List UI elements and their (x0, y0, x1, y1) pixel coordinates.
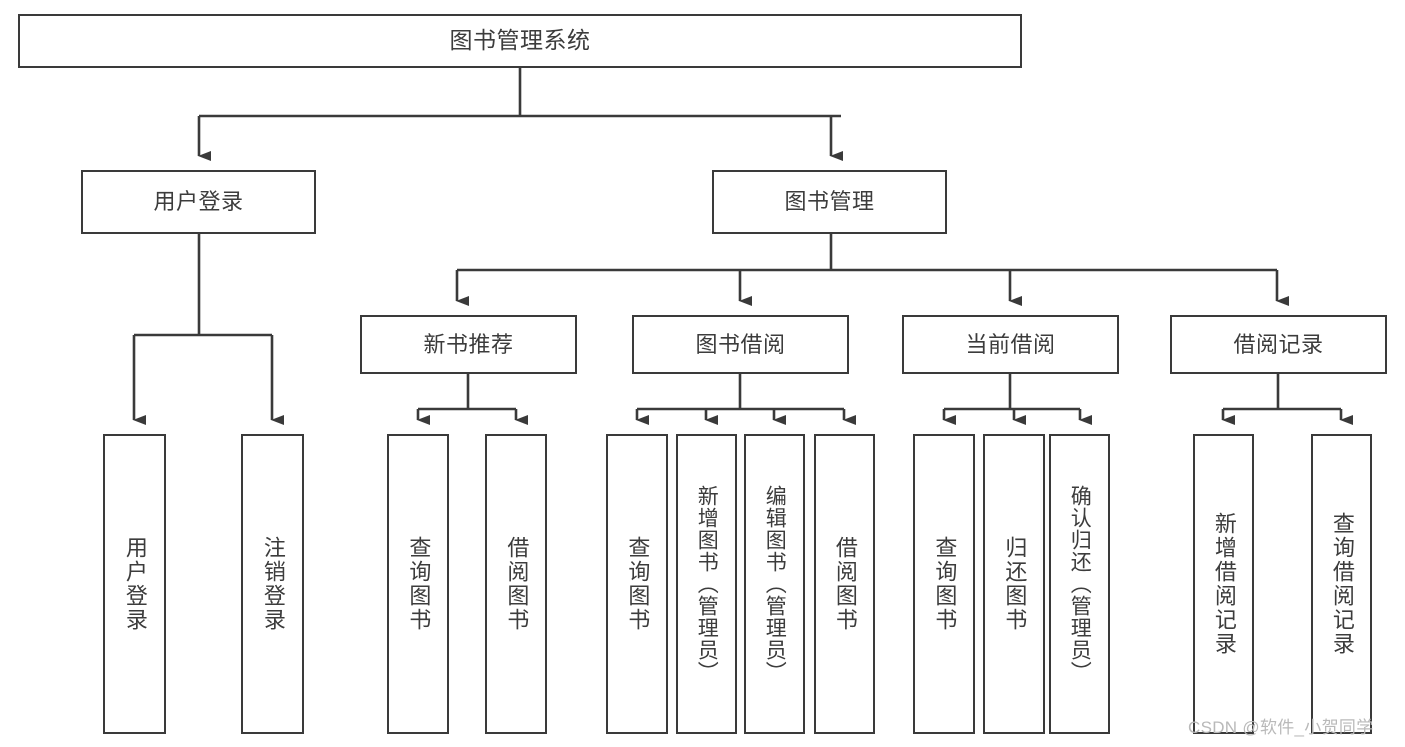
node-label: 借阅记录 (1233, 331, 1324, 357)
node-borrow-record[interactable]: 借阅记录 (1170, 315, 1387, 374)
leaf-user-logout[interactable]: 注销登录 (241, 434, 304, 734)
node-label: 编辑图书（管理员） (763, 485, 787, 683)
leaf-add-borrow-record[interactable]: 新增借阅记录 (1193, 434, 1254, 734)
node-label: 新增图书（管理员） (695, 485, 719, 683)
node-new-book-recommend[interactable]: 新书推荐 (360, 315, 577, 374)
node-label: 用户登录 (153, 189, 244, 215)
leaf-add-book-admin[interactable]: 新增图书（管理员） (676, 434, 737, 734)
node-label: 查询借阅记录 (1329, 512, 1355, 656)
node-current-borrow[interactable]: 当前借阅 (902, 315, 1119, 374)
node-label: 确认归还（管理员） (1068, 485, 1092, 683)
leaf-borrow-book[interactable]: 借阅图书 (814, 434, 875, 734)
leaf-query-book-recommend[interactable]: 查询图书 (387, 434, 449, 734)
leaf-user-login[interactable]: 用户登录 (103, 434, 166, 734)
node-label: 借阅图书 (832, 536, 858, 632)
node-label: 当前借阅 (965, 331, 1056, 357)
node-label: 用户登录 (122, 536, 148, 632)
node-label: 注销登录 (260, 536, 286, 632)
leaf-return-book[interactable]: 归还图书 (983, 434, 1045, 734)
leaf-borrow-book-recommend[interactable]: 借阅图书 (485, 434, 547, 734)
node-label: 归还图书 (1002, 536, 1028, 632)
node-label: 图书借阅 (695, 331, 786, 357)
leaf-query-book-current[interactable]: 查询图书 (913, 434, 975, 734)
node-book-borrow[interactable]: 图书借阅 (632, 315, 849, 374)
node-label: 新书推荐 (423, 331, 514, 357)
node-label: 查询图书 (625, 536, 651, 632)
node-book-management[interactable]: 图书管理 (712, 170, 947, 234)
node-label: 查询图书 (406, 536, 432, 632)
node-label: 新增借阅记录 (1211, 512, 1237, 656)
node-label: 借阅图书 (504, 536, 530, 632)
node-user-login[interactable]: 用户登录 (81, 170, 316, 234)
node-label: 查询图书 (932, 536, 958, 632)
leaf-query-book-borrow[interactable]: 查询图书 (606, 434, 668, 734)
leaf-edit-book-admin[interactable]: 编辑图书（管理员） (744, 434, 805, 734)
csdn-watermark: CSDN @软件_小贺同学 (1188, 718, 1374, 737)
leaf-query-borrow-record[interactable]: 查询借阅记录 (1311, 434, 1372, 734)
node-root-system[interactable]: 图书管理系统 (18, 14, 1022, 68)
node-label: 图书管理 (784, 189, 875, 215)
node-label: 图书管理系统 (449, 27, 591, 54)
leaf-confirm-return-admin[interactable]: 确认归还（管理员） (1049, 434, 1110, 734)
